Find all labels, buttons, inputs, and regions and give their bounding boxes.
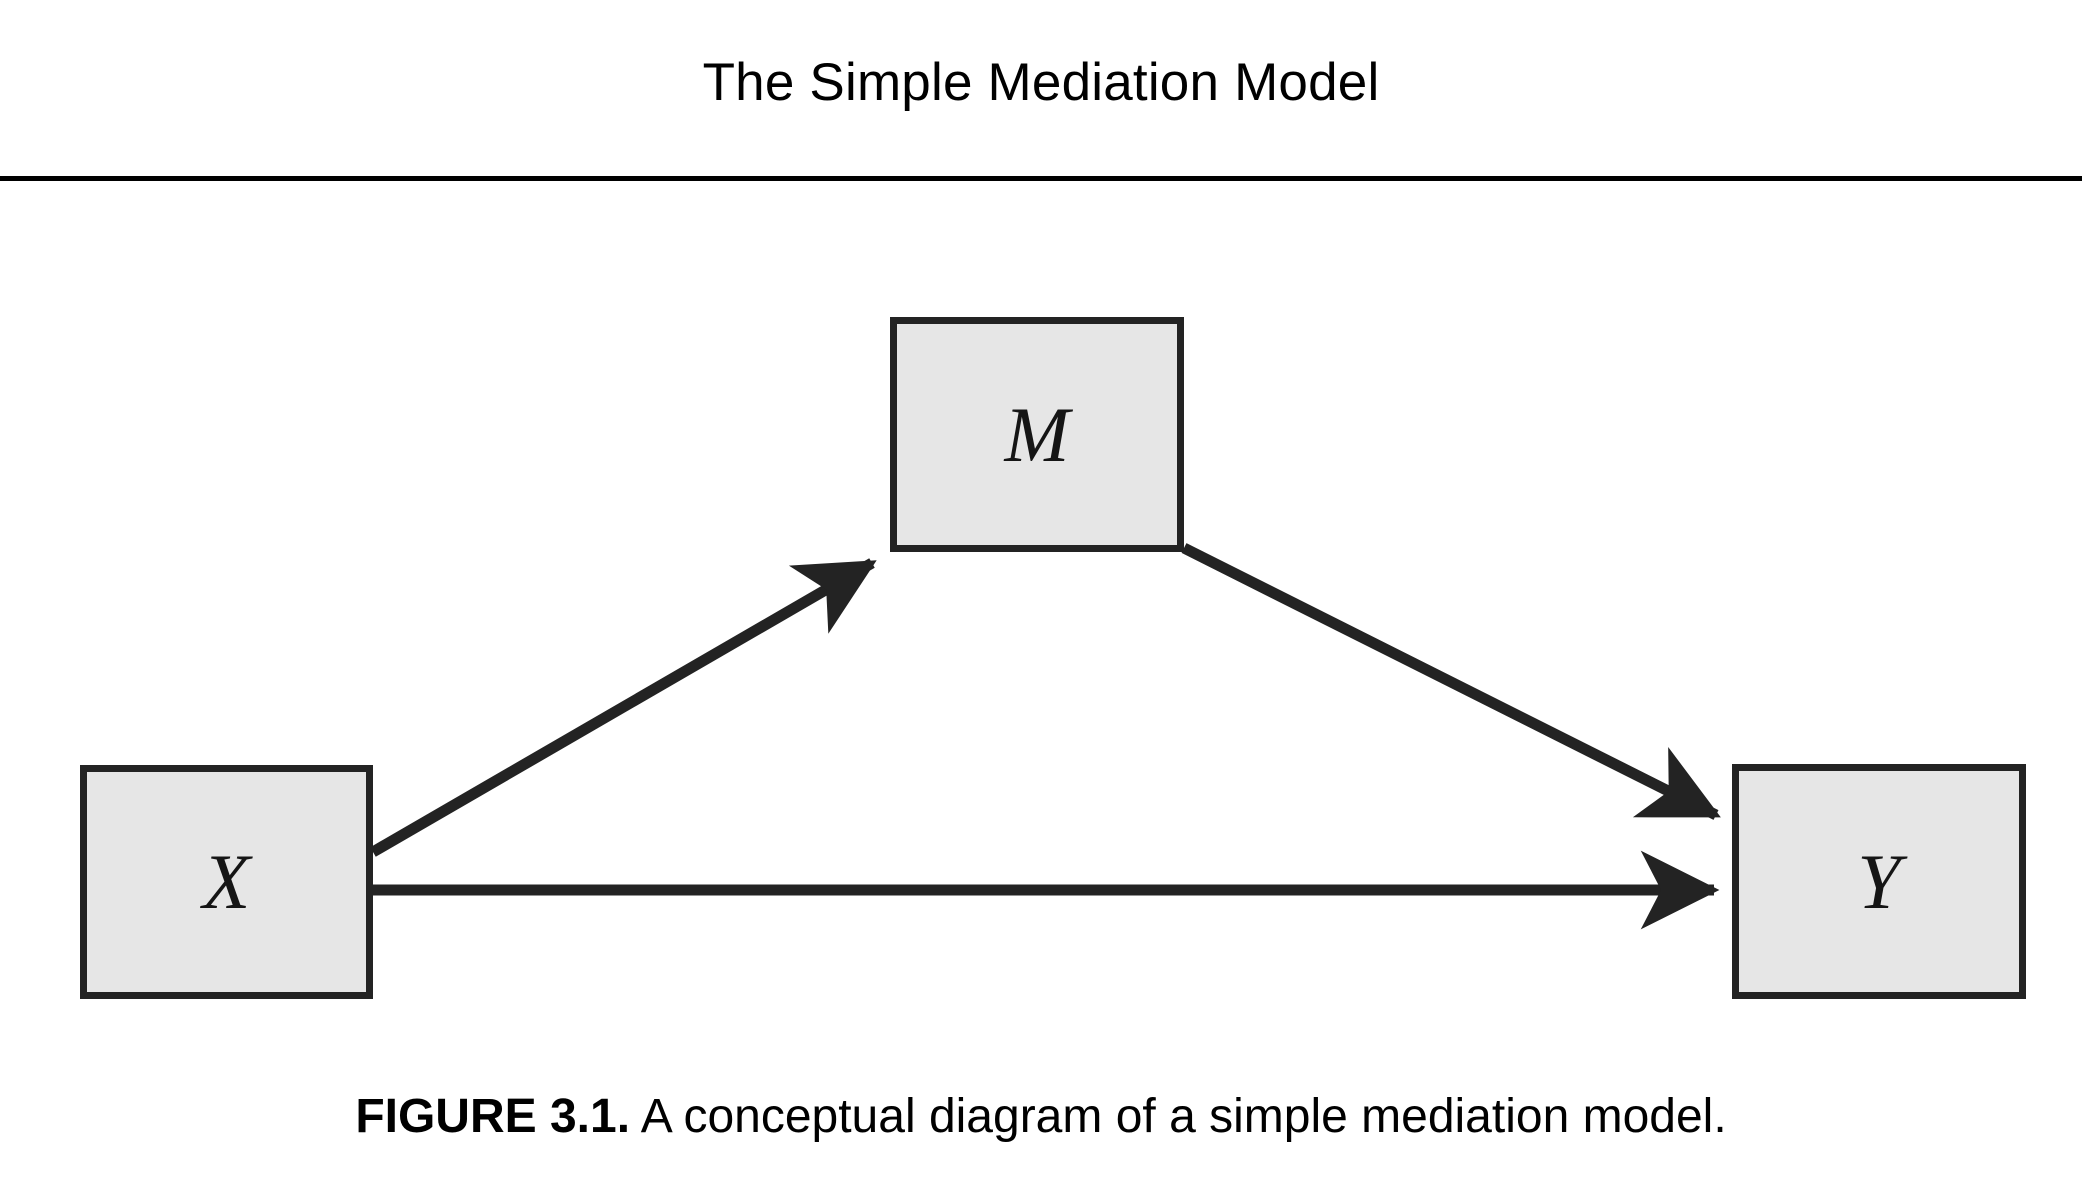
node-label-y: Y [1857,837,1901,925]
node-consequent-y[interactable]: Y [1732,764,2026,999]
figure-caption-label: FIGURE 3.1. [355,1090,631,1143]
edge-x-to-m [370,558,877,857]
node-mediator-m[interactable]: M [890,317,1184,552]
figure-caption-text: A conceptual diagram of a simple mediati… [630,1090,1727,1143]
node-antecedent-x[interactable]: X [80,765,373,999]
figure-caption: FIGURE 3.1. A conceptual diagram of a si… [0,1088,2082,1146]
node-label-x: X [202,838,251,925]
edge-m-to-y [1181,543,1721,820]
node-label-m: M [1004,390,1070,478]
header-divider-rule [0,176,2082,181]
page-title: The Simple Mediation Model [702,53,1380,112]
